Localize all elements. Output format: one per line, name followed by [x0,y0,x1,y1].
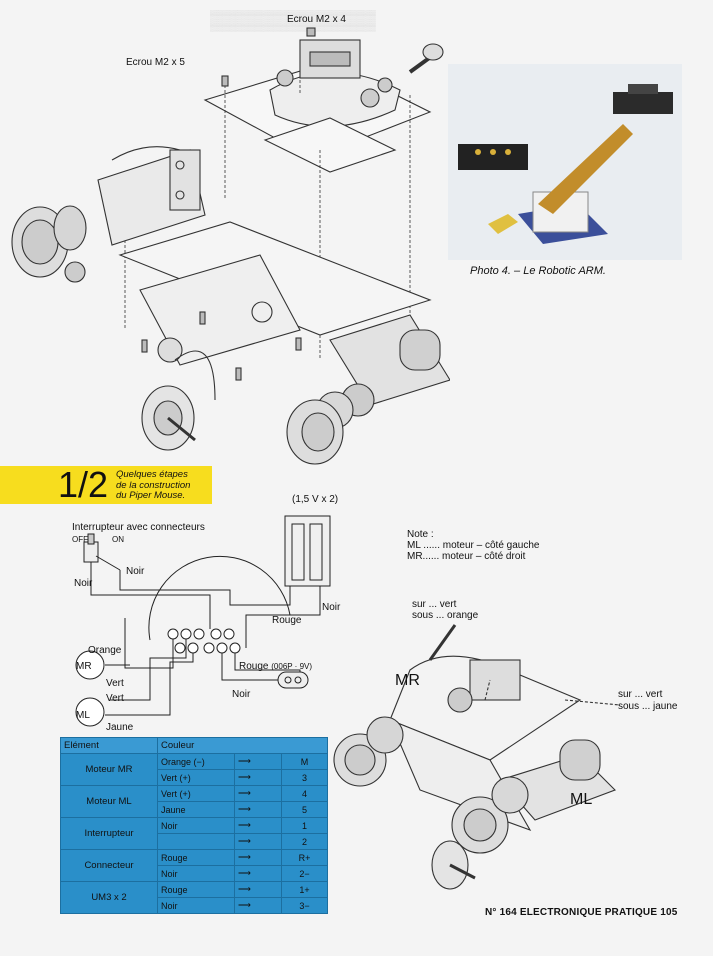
switch-label: Interrupteur avec connecteurs [72,522,205,533]
wire-orange-label: Orange [88,645,122,656]
table-cell-element: Moteur MR [60,753,158,786]
mouse-ml-label: ML [570,791,593,808]
table-cell-color: Jaune [157,801,235,818]
table-header: Couleur [157,737,328,754]
arrow-icon: ⟶ [234,769,282,786]
wire-noir-label: Noir [322,602,341,613]
wire-jaune-label: Jaune [106,722,134,733]
wiring-diagram [75,515,331,727]
note-mr-line: MR...... moteur – côté droit [407,551,526,562]
arrow-icon: ⟶ [234,865,282,882]
table-cell-element: UM3 x 2 [60,881,158,914]
table-cell-element: Connecteur [60,849,158,882]
arrow-icon: ⟶ [234,881,282,898]
figure-caption-line: du Piper Mouse. [116,490,186,501]
ml-label: ML [76,710,90,721]
table-cell-color: Orange (−) [157,753,235,770]
arrow-icon: ⟶ [234,897,282,914]
table-cell-terminal: R+ [281,849,328,866]
table-cell-element: Interrupteur [60,817,158,850]
arrow-icon: ⟶ [234,833,282,850]
table-cell-color: Vert (+) [157,769,235,786]
ecrou-m2x5-label: Ecrou M2 x 5 [126,57,185,68]
switch-on-label: ON [112,535,124,544]
table-cell-terminal: 1 [281,817,328,834]
table-cell-terminal: 2− [281,865,328,882]
table-cell-terminal: 2 [281,833,328,850]
wire-rouge-label: Rouge [272,615,302,626]
arrow-icon: ⟶ [234,801,282,818]
note-title: Note : [407,529,434,540]
table-cell-color: Noir [157,817,235,834]
robotic-arm-photo [448,64,682,260]
table-cell-color: Rouge [157,849,235,866]
table-cell-color: Noir [157,897,235,914]
wire-vert-label: Vert [106,693,124,704]
arrow-icon: ⟶ [234,753,282,770]
table-cell-color: Noir [157,865,235,882]
table-header: Elément [60,737,158,754]
figure-banner [0,466,212,504]
table-cell-terminal: 4 [281,785,328,802]
figure-caption: Quelques étapes de la construction du Pi… [116,469,191,502]
wire-vert-label: Vert [106,678,124,689]
sous-jaune-label: sous ... jaune [618,701,678,712]
ecrou-m2x4-label: Ecrou M2 x 4 [287,14,346,25]
table-cell-terminal: 1+ [281,881,328,898]
mouse-mr-label: MR [395,672,420,689]
figure-caption-line: de la construction [116,479,191,491]
note-ml-line: ML ...... moteur – côté gauche [407,540,540,551]
table-cell-terminal: 5 [281,801,328,818]
bleed-through-text: ▒▒▒▒▒▒▒▒▒▒▒▒▒▒▒▒▒▒▒▒▒▒▒▒▒▒ ▒▒▒▒▒▒▒▒▒▒▒▒▒… [210,10,376,31]
table-row: Noir⟶3− [61,897,328,914]
table-cell-terminal: 3 [281,769,328,786]
sur-vert-label: sur ... vert [412,599,457,610]
table-row: Noir⟶2− [61,865,328,882]
table-row: Vert (+)⟶3 [61,769,328,786]
table-cell-terminal: 3− [281,897,328,914]
table-cell-color [157,833,235,850]
arrow-icon: ⟶ [234,817,282,834]
arrow-icon: ⟶ [234,785,282,802]
wire-noir-label: Noir [74,578,93,589]
table-cell-element: Moteur ML [60,785,158,818]
table-header-row: Elément Couleur [60,737,328,754]
table-cell-color: Vert (+) [157,785,235,802]
table-row: ⟶2 [61,833,328,850]
rouge-006p-label: Rouge (006P · 9V) [239,661,312,673]
figure-number: 1/2 [58,464,109,505]
arrow-icon: ⟶ [234,849,282,866]
sous-orange-label: sous ... orange [412,610,479,621]
battery-label: (1,5 V x 2) [292,494,339,505]
spec-006p: (006P · 9V) [271,662,313,671]
switch-off-label: OFF [72,535,88,544]
rouge-006p-color: Rouge [239,661,269,672]
page-footer: N° 164 ELECTRONIQUE PRATIQUE 105 [485,907,678,918]
mr-label: MR [76,661,92,672]
sur-vert-label: sur ... vert [618,689,663,700]
table-cell-terminal: M [281,753,328,770]
exploded-assembly-drawing [11,27,450,465]
table-cell-color: Rouge [157,881,235,898]
assembled-mouse-drawing [333,624,621,890]
figure-caption-line: Quelques étapes [116,469,188,480]
photo-caption: Photo 4. – Le Robotic ARM. [470,265,606,277]
wire-noir-label: Noir [126,566,145,577]
wire-noir-label: Noir [232,689,251,700]
